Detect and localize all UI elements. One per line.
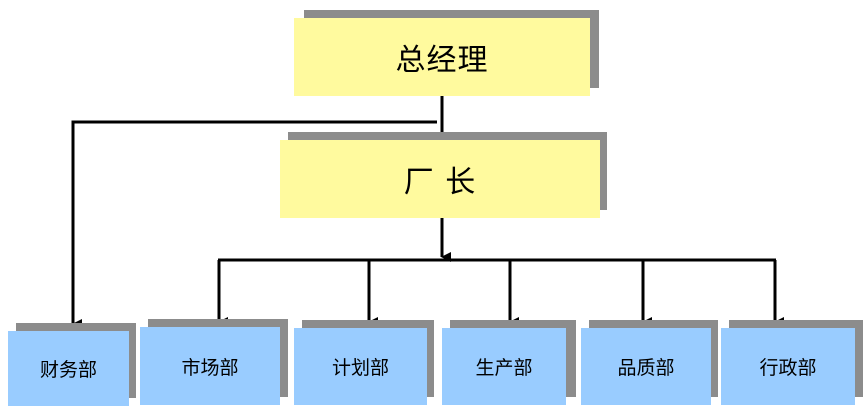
node-box: 生产部 [442,328,566,405]
node-label-production: 生产部 [475,357,533,379]
node-box: 厂 长 [280,140,600,218]
node-box: 行政部 [721,328,855,405]
node-general-manager: 总经理 [294,10,599,96]
node-box: 计划部 [294,328,427,405]
connector-gm-finance [71,120,437,329]
node-planning: 计划部 [294,320,434,405]
node-administration: 行政部 [721,320,863,405]
node-label-marketing: 市场部 [181,356,239,379]
node-quality: 品质部 [581,320,718,405]
node-label-finance: 财务部 [39,359,97,381]
node-label-planning: 计划部 [331,357,389,379]
node-factory-director: 厂 长 [280,132,607,218]
node-label-quality: 品质部 [617,357,675,379]
node-label-general-manager: 总经理 [395,43,489,78]
node-marketing: 市场部 [140,319,288,405]
node-box: 财务部 [8,331,129,406]
node-box: 品质部 [581,328,711,405]
node-box: 总经理 [294,18,590,96]
node-production: 生产部 [442,320,576,405]
node-box: 市场部 [140,327,280,405]
node-finance: 财务部 [8,323,136,406]
node-label-factory-director: 厂 长 [403,165,477,200]
node-label-administration: 行政部 [759,357,817,379]
